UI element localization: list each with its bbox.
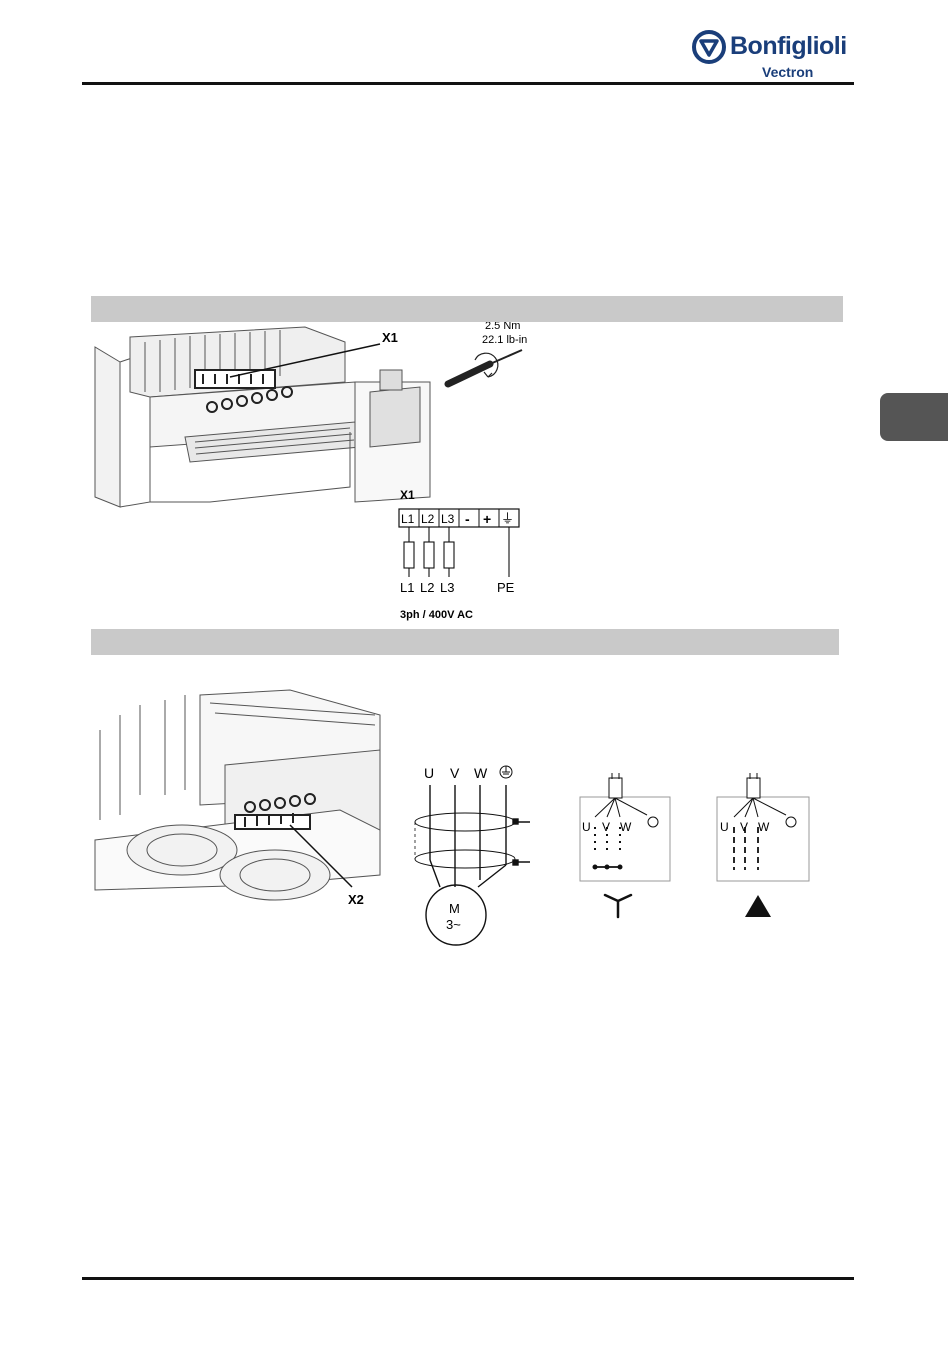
motor-connection-figure: X2 U V W M 3~ U V W (90, 655, 850, 955)
brand-logo: Bonfiglioli Vectron (690, 26, 860, 82)
motor-cable (415, 785, 530, 945)
section-bar-mains (91, 296, 843, 322)
terminal-pe-icon: ⏚ (501, 511, 514, 526)
fuse-wiring (404, 527, 509, 577)
supply-spec: 3ph / 400V AC (400, 609, 473, 621)
motor-phase-w: W (474, 765, 488, 781)
delta-label-w: W (758, 820, 770, 834)
terminal-plus: + (483, 511, 491, 527)
x1-callout: X1 (382, 330, 398, 345)
terminal-l3: L3 (441, 512, 455, 526)
mains-connection-figure: X1 2.5 Nm 22.1 lb-in X1 L1 L2 L3 - + ⏚ L… (90, 322, 850, 627)
inverter-bottom-drawing (95, 690, 380, 900)
earth-icon (500, 766, 512, 778)
star-label-u: U (582, 820, 591, 834)
screwdriver-icon (448, 350, 522, 384)
footer-rule (82, 1277, 854, 1280)
chapter-tab (880, 393, 948, 441)
supply-l3: L3 (440, 580, 454, 595)
supply-l2: L2 (420, 580, 434, 595)
header-rule (82, 82, 854, 85)
inverter-device-drawing (95, 327, 430, 507)
star-symbol-icon (605, 895, 631, 917)
section-bar-motor (91, 629, 839, 655)
motor-label-m: M (449, 901, 460, 916)
supply-pe: PE (497, 580, 515, 595)
torque-nm: 2.5 Nm (485, 322, 520, 332)
terminal-l1: L1 (401, 512, 415, 526)
brand-sub: Vectron (762, 64, 813, 80)
terminal-l2: L2 (421, 512, 435, 526)
star-label-w: W (620, 820, 632, 834)
terminal-block-title: X1 (400, 488, 415, 502)
supply-l1: L1 (400, 580, 414, 595)
delta-symbol-icon (745, 895, 771, 917)
motor-phase-v: V (450, 765, 460, 781)
bonfiglioli-logo-icon (692, 30, 726, 64)
delta-label-v: V (740, 820, 748, 834)
brand-name: Bonfiglioli (730, 32, 847, 61)
terminal-minus: - (465, 511, 470, 527)
star-label-v: V (602, 820, 610, 834)
motor-phase-u: U (424, 765, 434, 781)
x2-callout: X2 (348, 892, 364, 907)
delta-label-u: U (720, 820, 729, 834)
torque-lbin: 22.1 lb-in (482, 334, 527, 346)
motor-label-3ph: 3~ (446, 917, 461, 932)
